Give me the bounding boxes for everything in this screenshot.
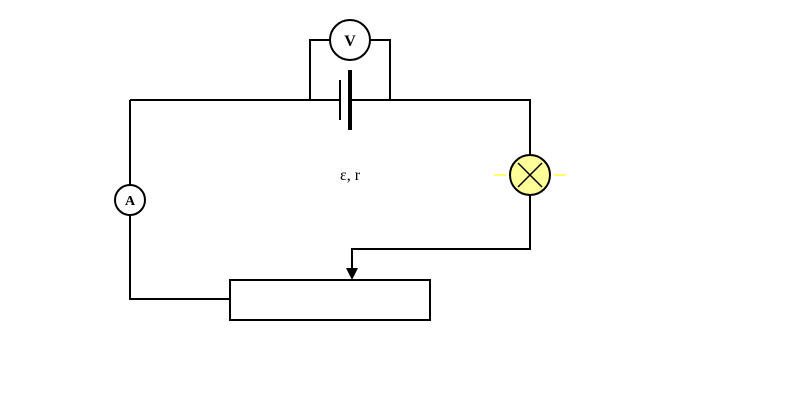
ammeter: A bbox=[114, 184, 146, 216]
rheostat bbox=[229, 268, 431, 321]
wire-top-right bbox=[350, 99, 531, 156]
voltmeter-wire-left bbox=[309, 39, 330, 100]
wire-left-lower bbox=[129, 215, 230, 300]
ammeter-circle bbox=[114, 184, 146, 216]
battery-label: ε, r bbox=[340, 167, 361, 184]
ammeter-symbol: A bbox=[125, 194, 136, 209]
battery: ε, r bbox=[339, 70, 361, 184]
voltmeter-circle bbox=[329, 19, 371, 61]
wire-lamp-to-slider bbox=[351, 194, 531, 268]
lamp-cross-b bbox=[517, 162, 543, 188]
voltmeter-branch: V bbox=[309, 19, 391, 100]
lamp bbox=[494, 154, 566, 196]
voltmeter-symbol: V bbox=[344, 33, 356, 50]
circuit-wires bbox=[129, 99, 531, 300]
slider-arrow bbox=[346, 268, 358, 280]
rheostat-body bbox=[229, 279, 431, 321]
voltmeter-wire-right bbox=[370, 39, 391, 100]
